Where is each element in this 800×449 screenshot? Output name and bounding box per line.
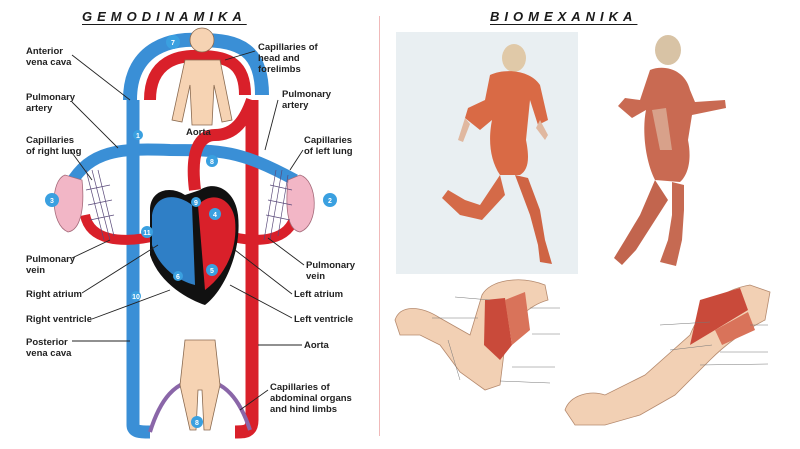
- step-number: 3: [50, 198, 54, 205]
- step-number: 4: [213, 212, 217, 219]
- label-capillaries-right-lung-2: of right lung: [26, 146, 82, 157]
- step-number: 8: [195, 420, 199, 427]
- title-gemodinamika: GEMODINAMIKA: [82, 9, 247, 24]
- vena-cava-vessel: [126, 100, 151, 439]
- label-capillaries-head-3: forelimbs: [258, 64, 301, 75]
- step-markers: 7 8 3 2 9 1 4 6 11 5 10 8: [45, 35, 337, 428]
- label-capillaries-head-2: head and: [258, 53, 300, 64]
- label-pulmonary-vein-left: Pulmonary: [26, 254, 76, 265]
- heart-right-side: [152, 197, 195, 285]
- step-number: 10: [132, 294, 140, 301]
- label-pulmonary-artery-right-2: artery: [282, 100, 309, 111]
- arm-extension-diagram: [564, 284, 771, 426]
- step-number: 8: [210, 159, 214, 166]
- label-pulmonary-artery-right: Pulmonary: [282, 89, 332, 100]
- panel-divider: [379, 16, 380, 436]
- label-right-atrium: Right atrium: [26, 289, 82, 300]
- step-marker: [166, 35, 180, 49]
- label-capillaries-left-lung: Capillaries: [304, 135, 352, 146]
- lower-body-figure: [179, 339, 221, 431]
- label-aorta-top: Aorta: [186, 127, 212, 138]
- lung-capillaries: [85, 169, 293, 241]
- label-left-ventricle: Left ventricle: [294, 314, 353, 325]
- skeleton-runner-figure: [614, 35, 726, 266]
- label-posterior-vena-cava-2: vena cava: [26, 348, 72, 359]
- label-capillaries-left-lung-2: of left lung: [304, 146, 353, 157]
- label-pulmonary-vein-left-2: vein: [26, 265, 45, 276]
- label-left-atrium: Left atrium: [294, 289, 343, 300]
- label-capillaries-head: Capillaries of: [258, 42, 318, 53]
- label-capillaries-abdominal-3: and hind limbs: [270, 404, 337, 415]
- circulation-diagram: 7 8 3 2 9 1 4 6 11 5 10 8: [26, 27, 356, 439]
- step-number: 11: [143, 230, 151, 237]
- step-number: 1: [136, 133, 140, 140]
- arm-flexion-diagram: [394, 279, 560, 391]
- step-number: 6: [176, 274, 180, 281]
- label-anterior-vena-cava-2: vena cava: [26, 57, 72, 68]
- step-number: 7: [171, 40, 175, 47]
- label-capillaries-right-lung: Capillaries: [26, 135, 74, 146]
- running-muscle-figure: [442, 44, 552, 264]
- runner-photo-bg: [396, 32, 578, 274]
- label-capillaries-abdominal: Capillaries of: [270, 382, 330, 393]
- title-biomexanika: BIOMEXANIKA: [490, 9, 638, 24]
- leader-lines: [69, 50, 305, 411]
- labels-left: Anterior vena cava Pulmonary artery Capi…: [26, 46, 92, 359]
- label-aorta-bottom: Aorta: [304, 340, 330, 351]
- label-pulmonary-artery-left-2: artery: [26, 103, 53, 114]
- label-anterior-vena-cava: Anterior: [26, 46, 63, 57]
- upper-red-loop: [144, 49, 251, 101]
- pulmonary-artery-vessel: [64, 143, 298, 189]
- step-number: 9: [194, 200, 198, 207]
- right-lung: [53, 174, 84, 233]
- label-posterior-vena-cava: Posterior: [26, 337, 68, 348]
- step-number: 2: [328, 198, 332, 205]
- label-capillaries-abdominal-2: abdominal organs: [270, 393, 352, 404]
- left-lung: [286, 174, 315, 233]
- label-pulmonary-artery-left: Pulmonary: [26, 92, 76, 103]
- biomech-panel: [394, 32, 771, 426]
- labels-right: Capillaries of head and forelimbs Pulmon…: [186, 42, 356, 415]
- label-pulmonary-vein-right-2: vein: [306, 271, 325, 282]
- label-pulmonary-vein-right: Pulmonary: [306, 260, 356, 271]
- label-right-ventricle: Right ventricle: [26, 314, 92, 325]
- step-number: 5: [210, 268, 214, 275]
- upper-body-figure: [171, 27, 233, 126]
- aorta-arch-vessel: [187, 97, 258, 191]
